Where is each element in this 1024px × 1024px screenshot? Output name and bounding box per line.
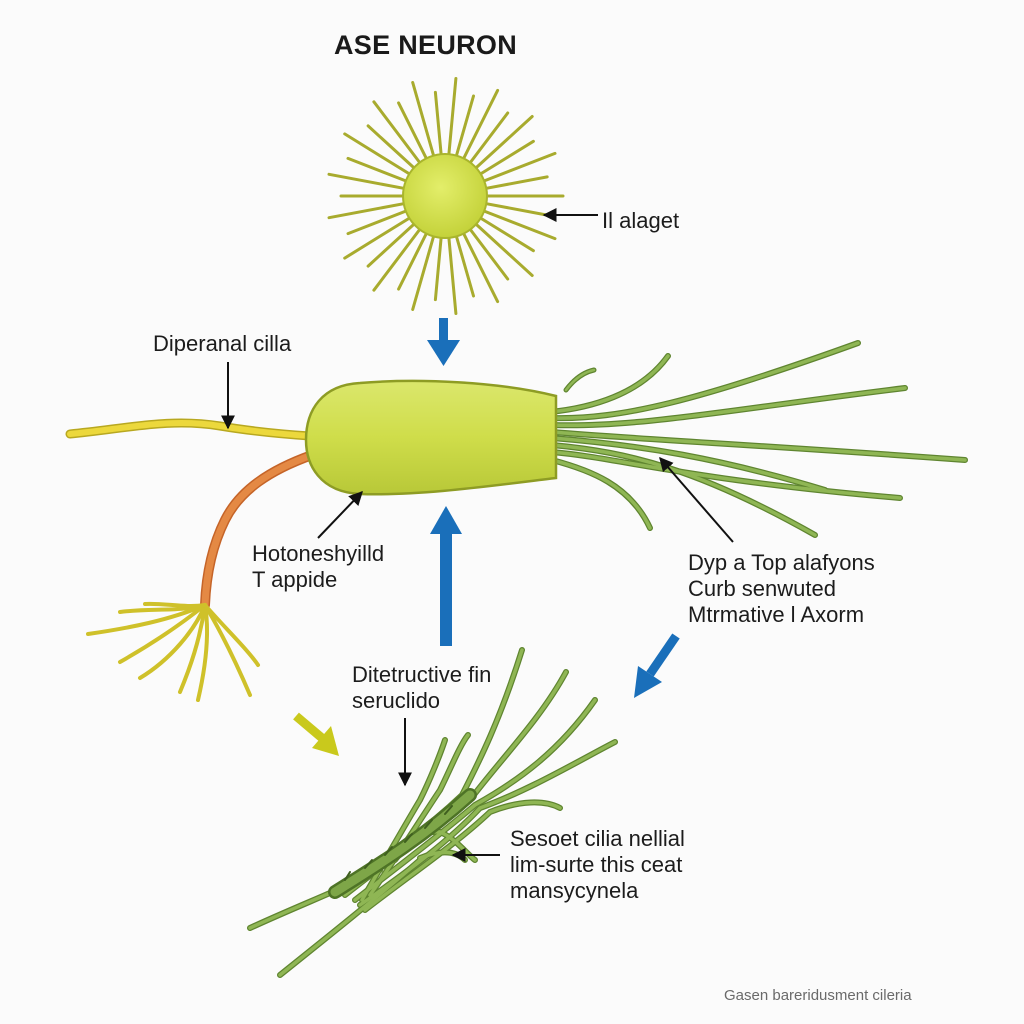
axon-terminals <box>86 601 260 702</box>
label-axon: Dyp a Top alafyons Curb senwuted Mtrmati… <box>688 550 875 628</box>
label-destructive-line-2: seruclido <box>352 688 441 713</box>
starburst-ray <box>346 208 410 236</box>
diagram-title: ASE NEURON <box>334 30 518 60</box>
label-flagellum: Il alaget <box>602 208 680 233</box>
starburst-ray <box>467 226 510 281</box>
label-sensory-line-1: Sesoet cilia nellial <box>510 826 685 851</box>
starburst-ray <box>411 233 436 311</box>
starburst-ray <box>366 221 417 268</box>
leader-lines <box>221 208 734 862</box>
label-axon-line-1: Dyp a Top alafyons <box>688 550 875 575</box>
starburst-ray <box>433 90 443 158</box>
arrow-up-to-soma <box>430 506 462 646</box>
starburst-ray <box>473 221 534 277</box>
starburst-ray <box>447 234 458 315</box>
figure-caption: Gasen bareridusment cileria <box>724 987 912 1004</box>
distal-cilia <box>547 340 968 538</box>
starburst-ray <box>397 101 429 162</box>
arrow-down-to-soma <box>427 318 460 366</box>
starburst-ray <box>482 201 549 217</box>
arrow-diagonal-right <box>634 633 680 698</box>
starburst-ray <box>372 100 423 166</box>
label-destructive: Ditetructive fin seruclido <box>352 662 491 714</box>
label-soma: Hotoneshyilld T appide <box>252 541 384 593</box>
starburst-ray <box>454 233 475 298</box>
starburst-ray <box>454 94 475 159</box>
starburst-ray <box>372 226 423 292</box>
cell-body <box>304 379 558 496</box>
label-sensory-line-3: mansycynela <box>510 878 639 903</box>
starburst-ray <box>343 132 413 177</box>
starburst-ray <box>480 208 557 241</box>
starburst-ray <box>473 115 534 171</box>
starburst-ray <box>343 215 413 260</box>
label-axon-line-2: Curb senwuted <box>688 576 836 601</box>
starburst-ray <box>461 230 500 304</box>
label-dendritic-cilia: Diperanal cilla <box>153 331 292 356</box>
starburst-center <box>402 153 488 239</box>
starburst-ray <box>433 234 443 302</box>
ciliary-bundle <box>247 647 618 978</box>
starburst-ray <box>480 151 557 184</box>
label-destructive-line-1: Ditetructive fin <box>352 662 492 687</box>
label-soma-line-2: T appide <box>252 567 338 592</box>
label-sensory-line-2: lim-surte this ceat <box>510 852 683 877</box>
starburst-ray <box>397 230 429 291</box>
starburst-ray <box>447 77 458 158</box>
starburst-ray <box>482 175 549 191</box>
starburst-ray <box>477 139 535 177</box>
starburst-ray <box>411 81 436 159</box>
starburst-cilia <box>327 77 565 315</box>
arrow-diagonal-left <box>293 712 339 756</box>
starburst-ray <box>477 215 535 253</box>
starburst-ray <box>366 124 417 171</box>
starburst-ray <box>467 111 510 166</box>
starburst-ray <box>327 201 408 220</box>
starburst-ray <box>461 88 500 162</box>
label-soma-line-1: Hotoneshyilld <box>252 541 385 566</box>
label-axon-line-3: Mtrmative l Axorm <box>688 602 865 627</box>
starburst-ray <box>327 172 408 191</box>
label-sensory-cilia: Sesoet cilia nellial lim-surte this ceat… <box>510 826 685 904</box>
starburst-ray <box>346 156 410 184</box>
